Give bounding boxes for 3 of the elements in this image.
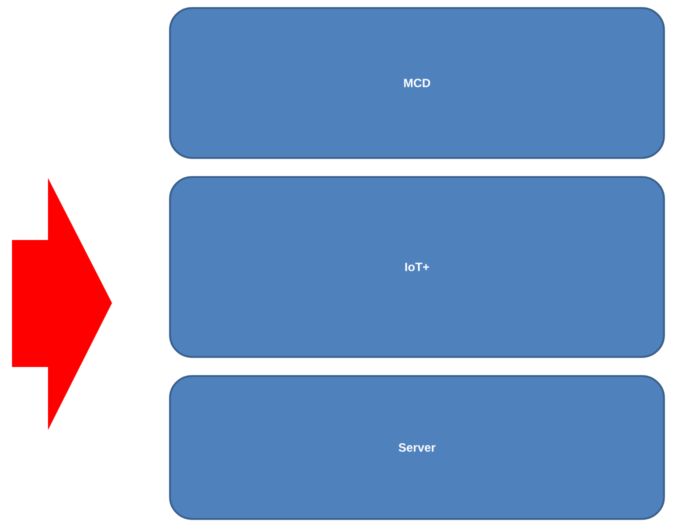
process-box: Server [169,375,665,520]
process-box: IoT+ [169,176,665,358]
process-box: MCD [169,7,665,159]
